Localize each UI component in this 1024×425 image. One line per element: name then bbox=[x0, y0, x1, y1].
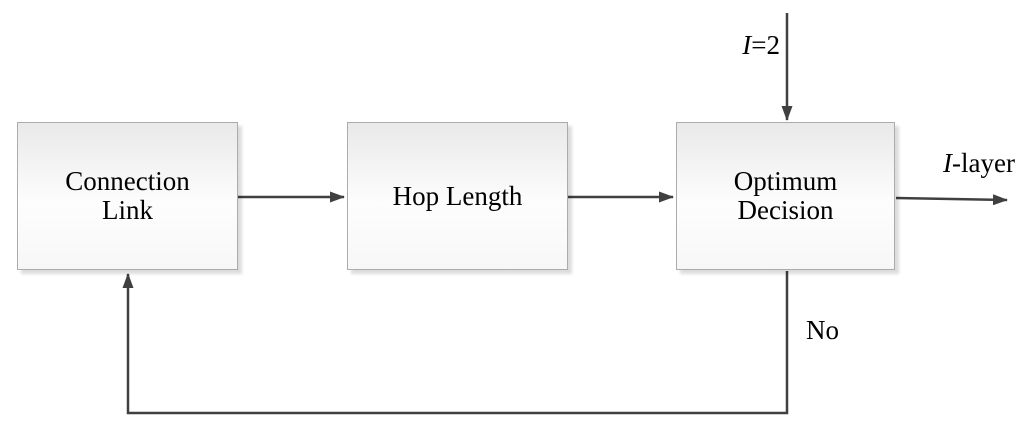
label-output-ilayer-italic: I bbox=[943, 148, 952, 178]
node-label-line: Connection bbox=[65, 166, 190, 196]
label-output-ilayer: I-layer bbox=[943, 149, 1015, 178]
label-iteration-input-rest: =2 bbox=[751, 30, 780, 60]
node-optimum-decision: Optimum Decision bbox=[676, 122, 895, 270]
arrow-output-ilayer bbox=[895, 194, 1008, 206]
node-label-line: Link bbox=[101, 195, 153, 225]
node-optimum-decision-label: Optimum Decision bbox=[734, 167, 838, 225]
node-connection-link-label: Connection Link bbox=[65, 167, 189, 225]
node-label-line: Hop Length bbox=[392, 180, 523, 211]
node-hop-length: Hop Length bbox=[347, 122, 568, 270]
node-hop-length-label: Hop Length bbox=[392, 180, 523, 211]
label-feedback-no: No bbox=[806, 315, 839, 345]
label-output-ilayer-rest: -layer bbox=[952, 148, 1015, 178]
node-connection-link: Connection Link bbox=[17, 122, 238, 270]
label-iteration-input-italic: I bbox=[742, 30, 752, 60]
label-iteration-input: I=2 bbox=[680, 31, 780, 60]
node-label-line: Decision bbox=[737, 195, 834, 225]
node-label-line: Optimum bbox=[733, 166, 838, 196]
feedback-path-no bbox=[122, 271, 789, 415]
